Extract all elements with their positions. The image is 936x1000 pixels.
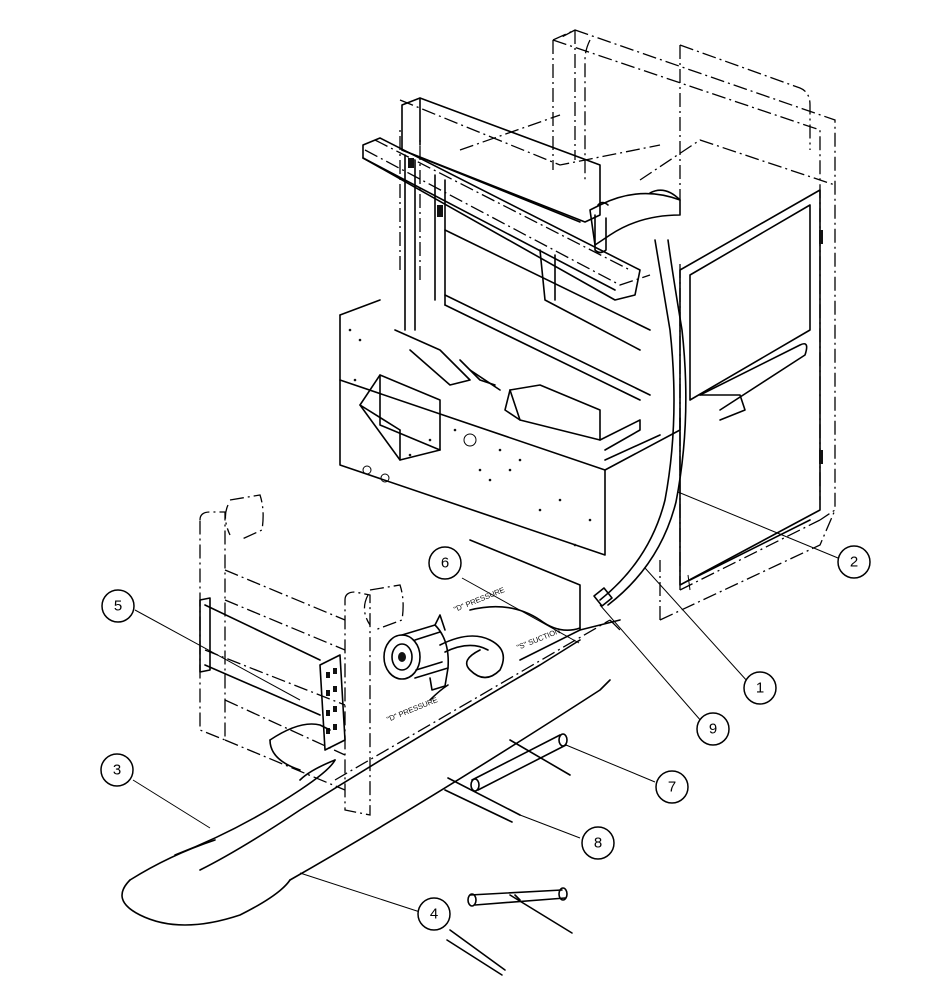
callout-5-label: 5 bbox=[114, 598, 122, 615]
callout-3-label: 3 bbox=[113, 762, 121, 779]
condenser-assembly bbox=[199, 494, 404, 816]
callout-2-label: 2 bbox=[850, 554, 858, 571]
callout-4: 4 bbox=[417, 897, 451, 931]
floor-outline bbox=[334, 539, 621, 781]
callout-8: 8 bbox=[581, 826, 615, 860]
label-compressor-discharge: "D" PRESSURE bbox=[452, 585, 506, 614]
callout-3: 3 bbox=[100, 753, 134, 787]
callout-2: 2 bbox=[837, 545, 871, 579]
callout-6: 6 bbox=[428, 546, 462, 580]
callout-9: 9 bbox=[696, 712, 730, 746]
callout-1: 1 bbox=[743, 671, 777, 705]
console-box bbox=[339, 299, 681, 556]
callout-4-label: 4 bbox=[430, 906, 438, 923]
compressor bbox=[383, 614, 450, 691]
callout-6-label: 6 bbox=[441, 555, 449, 572]
callout-7-label: 7 bbox=[668, 779, 676, 796]
suction-hose bbox=[429, 605, 581, 701]
cab-door bbox=[679, 189, 823, 591]
callout-7: 7 bbox=[655, 770, 689, 804]
rod-parts-8 bbox=[444, 777, 521, 976]
leader-lines bbox=[132, 491, 839, 913]
tube-parts-7 bbox=[467, 733, 573, 934]
callout-1-label: 1 bbox=[756, 680, 764, 697]
hose-loops-3-4 bbox=[121, 639, 611, 926]
blower-assembly bbox=[589, 189, 681, 254]
callout-5: 5 bbox=[101, 589, 135, 623]
label-condenser-pressure: "D" PRESSURE bbox=[385, 695, 439, 724]
evaporator-housing bbox=[362, 97, 651, 401]
callout-8-label: 8 bbox=[594, 835, 602, 852]
air-vent bbox=[359, 374, 441, 461]
hose-assembly-1 bbox=[593, 239, 687, 607]
label-suction: "S" SUCTION bbox=[515, 626, 561, 652]
callout-9-label: 9 bbox=[709, 721, 717, 738]
cab-frame-outline bbox=[364, 29, 836, 621]
